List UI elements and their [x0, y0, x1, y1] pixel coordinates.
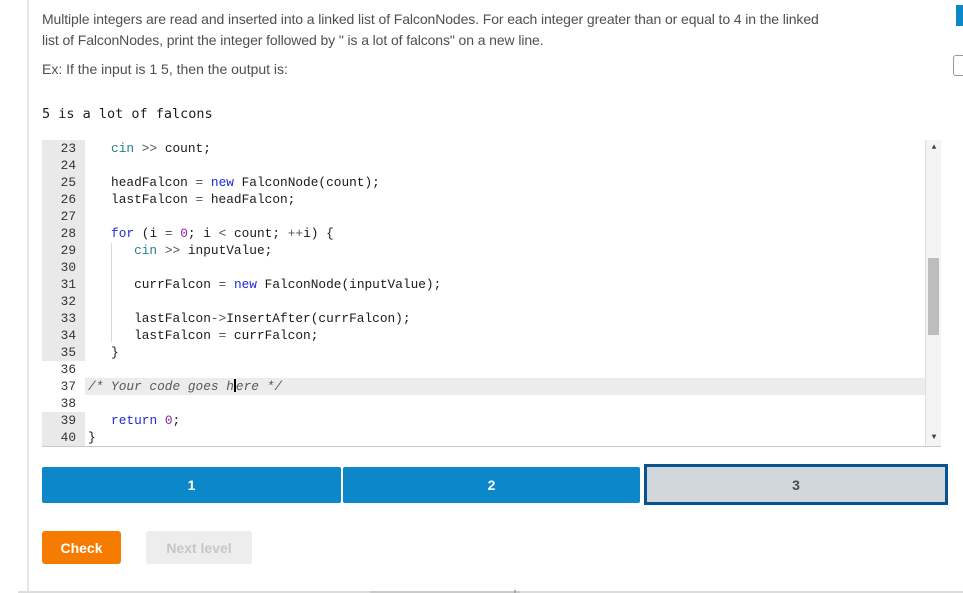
line-number: 39: [42, 412, 85, 429]
line-number: 29: [42, 242, 85, 259]
line-content: lastFalcon = currFalcon;: [88, 328, 319, 343]
text-cursor: [233, 379, 236, 392]
left-divider: [27, 0, 29, 593]
line-content: return 0;: [111, 413, 181, 428]
line-number: 28: [42, 225, 85, 242]
edge-blue-marker: [956, 5, 963, 26]
line-number: 33: [42, 310, 85, 327]
problem-statement: Multiple integers are read and inserted …: [42, 9, 819, 51]
example-output: 5 is a lot of falcons: [42, 106, 213, 122]
line-number: 31: [42, 276, 85, 293]
code-line[interactable]: 27: [42, 208, 925, 225]
scroll-up-icon[interactable]: ▲: [931, 143, 937, 152]
line-number: 32: [42, 293, 85, 310]
code-line[interactable]: 28 for (i = 0; i < count; ++i) {: [42, 225, 925, 242]
line-content: for (i = 0; i < count; ++i) {: [111, 226, 334, 241]
code-line[interactable]: 35 }: [42, 344, 925, 361]
line-content: [85, 208, 925, 225]
line-content: lastFalcon = headFalcon;: [88, 192, 296, 207]
line-number: 25: [42, 174, 85, 191]
scroll-down-icon[interactable]: ▼: [931, 433, 937, 442]
level-steps: 1 2 3: [42, 464, 948, 505]
line-content: }: [88, 430, 96, 445]
line-content: cin >> count;: [111, 141, 211, 156]
indent-guide: [111, 243, 112, 342]
line-number: 24: [42, 157, 85, 174]
line-number: 36: [42, 361, 85, 378]
example-intro: Ex: If the input is 1 5, then the output…: [42, 61, 288, 77]
edge-bracket-partial-button[interactable]: [953, 55, 963, 76]
problem-line-2: list of FalconNodes, print the integer f…: [42, 32, 544, 48]
line-number: 40: [42, 429, 85, 446]
bottom-divider-tick: [514, 590, 516, 593]
next-level-button[interactable]: Next level: [146, 531, 252, 564]
line-number: 37: [42, 378, 85, 395]
problem-line-1: Multiple integers are read and inserted …: [42, 11, 819, 27]
step-button-3[interactable]: 3: [644, 464, 948, 505]
step-button-1[interactable]: 1: [42, 466, 341, 503]
line-number: 34: [42, 327, 85, 344]
check-button[interactable]: Check: [42, 531, 121, 564]
line-number: 35: [42, 344, 85, 361]
line-content: currFalcon = new FalconNode(inputValue);: [88, 277, 442, 292]
line-content: [85, 361, 925, 378]
line-content: headFalcon = new FalconNode(count);: [88, 175, 380, 190]
line-content: [85, 157, 925, 174]
line-content: cin >> inputValue;: [134, 243, 273, 258]
code-line[interactable]: 29 cin >> inputValue;: [42, 242, 925, 259]
line-number: 38: [42, 395, 85, 412]
code-line[interactable]: 24: [42, 157, 925, 174]
line-content: }: [88, 345, 119, 360]
line-content: [85, 293, 925, 310]
code-line[interactable]: 39 return 0;: [42, 412, 925, 429]
line-number: 27: [42, 208, 85, 225]
line-number: 30: [42, 259, 85, 276]
code-line[interactable]: 30: [42, 259, 925, 276]
line-number: 23: [42, 140, 85, 157]
code-line[interactable]: 26 lastFalcon = headFalcon;: [42, 191, 925, 208]
line-content: [85, 395, 925, 412]
code-line[interactable]: 34 lastFalcon = currFalcon;: [42, 327, 925, 344]
step-button-2[interactable]: 2: [343, 466, 640, 503]
line-content: lastFalcon->InsertAfter(currFalcon);: [88, 311, 411, 326]
code-line[interactable]: 38: [42, 395, 925, 412]
code-line[interactable]: 32: [42, 293, 925, 310]
line-content: [85, 259, 925, 276]
code-line[interactable]: 40}: [42, 429, 925, 446]
editor-scrollbar[interactable]: ▲ ▼: [925, 140, 941, 446]
scrollbar-thumb[interactable]: [928, 258, 939, 335]
line-number: 26: [42, 191, 85, 208]
code-line[interactable]: 33 lastFalcon->InsertAfter(currFalcon);: [42, 310, 925, 327]
code-line[interactable]: 23 cin >> count;: [42, 140, 925, 157]
bottom-divider-segment: [370, 591, 520, 593]
code-line[interactable]: 25 headFalcon = new FalconNode(count);: [42, 174, 925, 191]
code-line[interactable]: 31 currFalcon = new FalconNode(inputValu…: [42, 276, 925, 293]
code-line[interactable]: 36: [42, 361, 925, 378]
